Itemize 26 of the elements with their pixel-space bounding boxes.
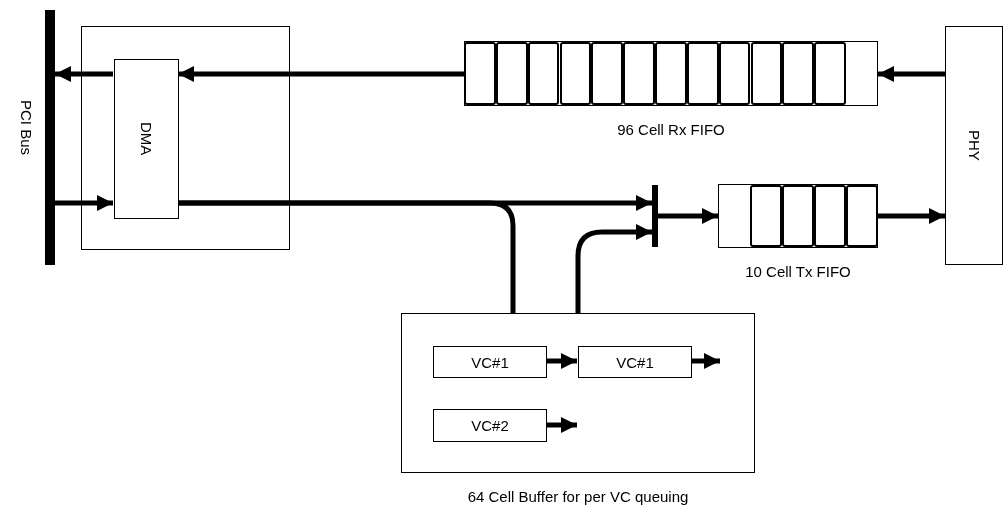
block-box: [114, 59, 179, 219]
arrow: [55, 66, 113, 82]
arrow: [55, 195, 113, 211]
container-box: [81, 26, 290, 250]
queue-box: [433, 409, 547, 442]
arrow: [546, 353, 577, 369]
node-caption: PCI Bus: [18, 100, 35, 156]
node-label: VC#2: [471, 417, 509, 434]
arrow: [546, 417, 577, 433]
arrow: [658, 208, 718, 224]
bus-bar: [652, 185, 658, 247]
block-box: [945, 26, 1003, 265]
node-caption: 96 Cell Rx FIFO: [617, 121, 725, 138]
node-label: DMA: [138, 122, 155, 156]
arrow: [878, 66, 945, 82]
node-label: VC#1: [616, 353, 654, 371]
node-label: VC#1: [471, 353, 509, 371]
queue-box: [433, 346, 547, 378]
arrow: [575, 224, 652, 313]
arrow: [878, 208, 945, 224]
arrow: [178, 66, 464, 82]
queue-box: [578, 346, 692, 378]
node-label: PHY: [965, 130, 983, 161]
arrow: [691, 353, 720, 369]
node-caption: 64 Cell Buffer for per VC queuing: [467, 488, 689, 505]
node-caption: 10 Cell Tx FIFO: [745, 263, 851, 280]
